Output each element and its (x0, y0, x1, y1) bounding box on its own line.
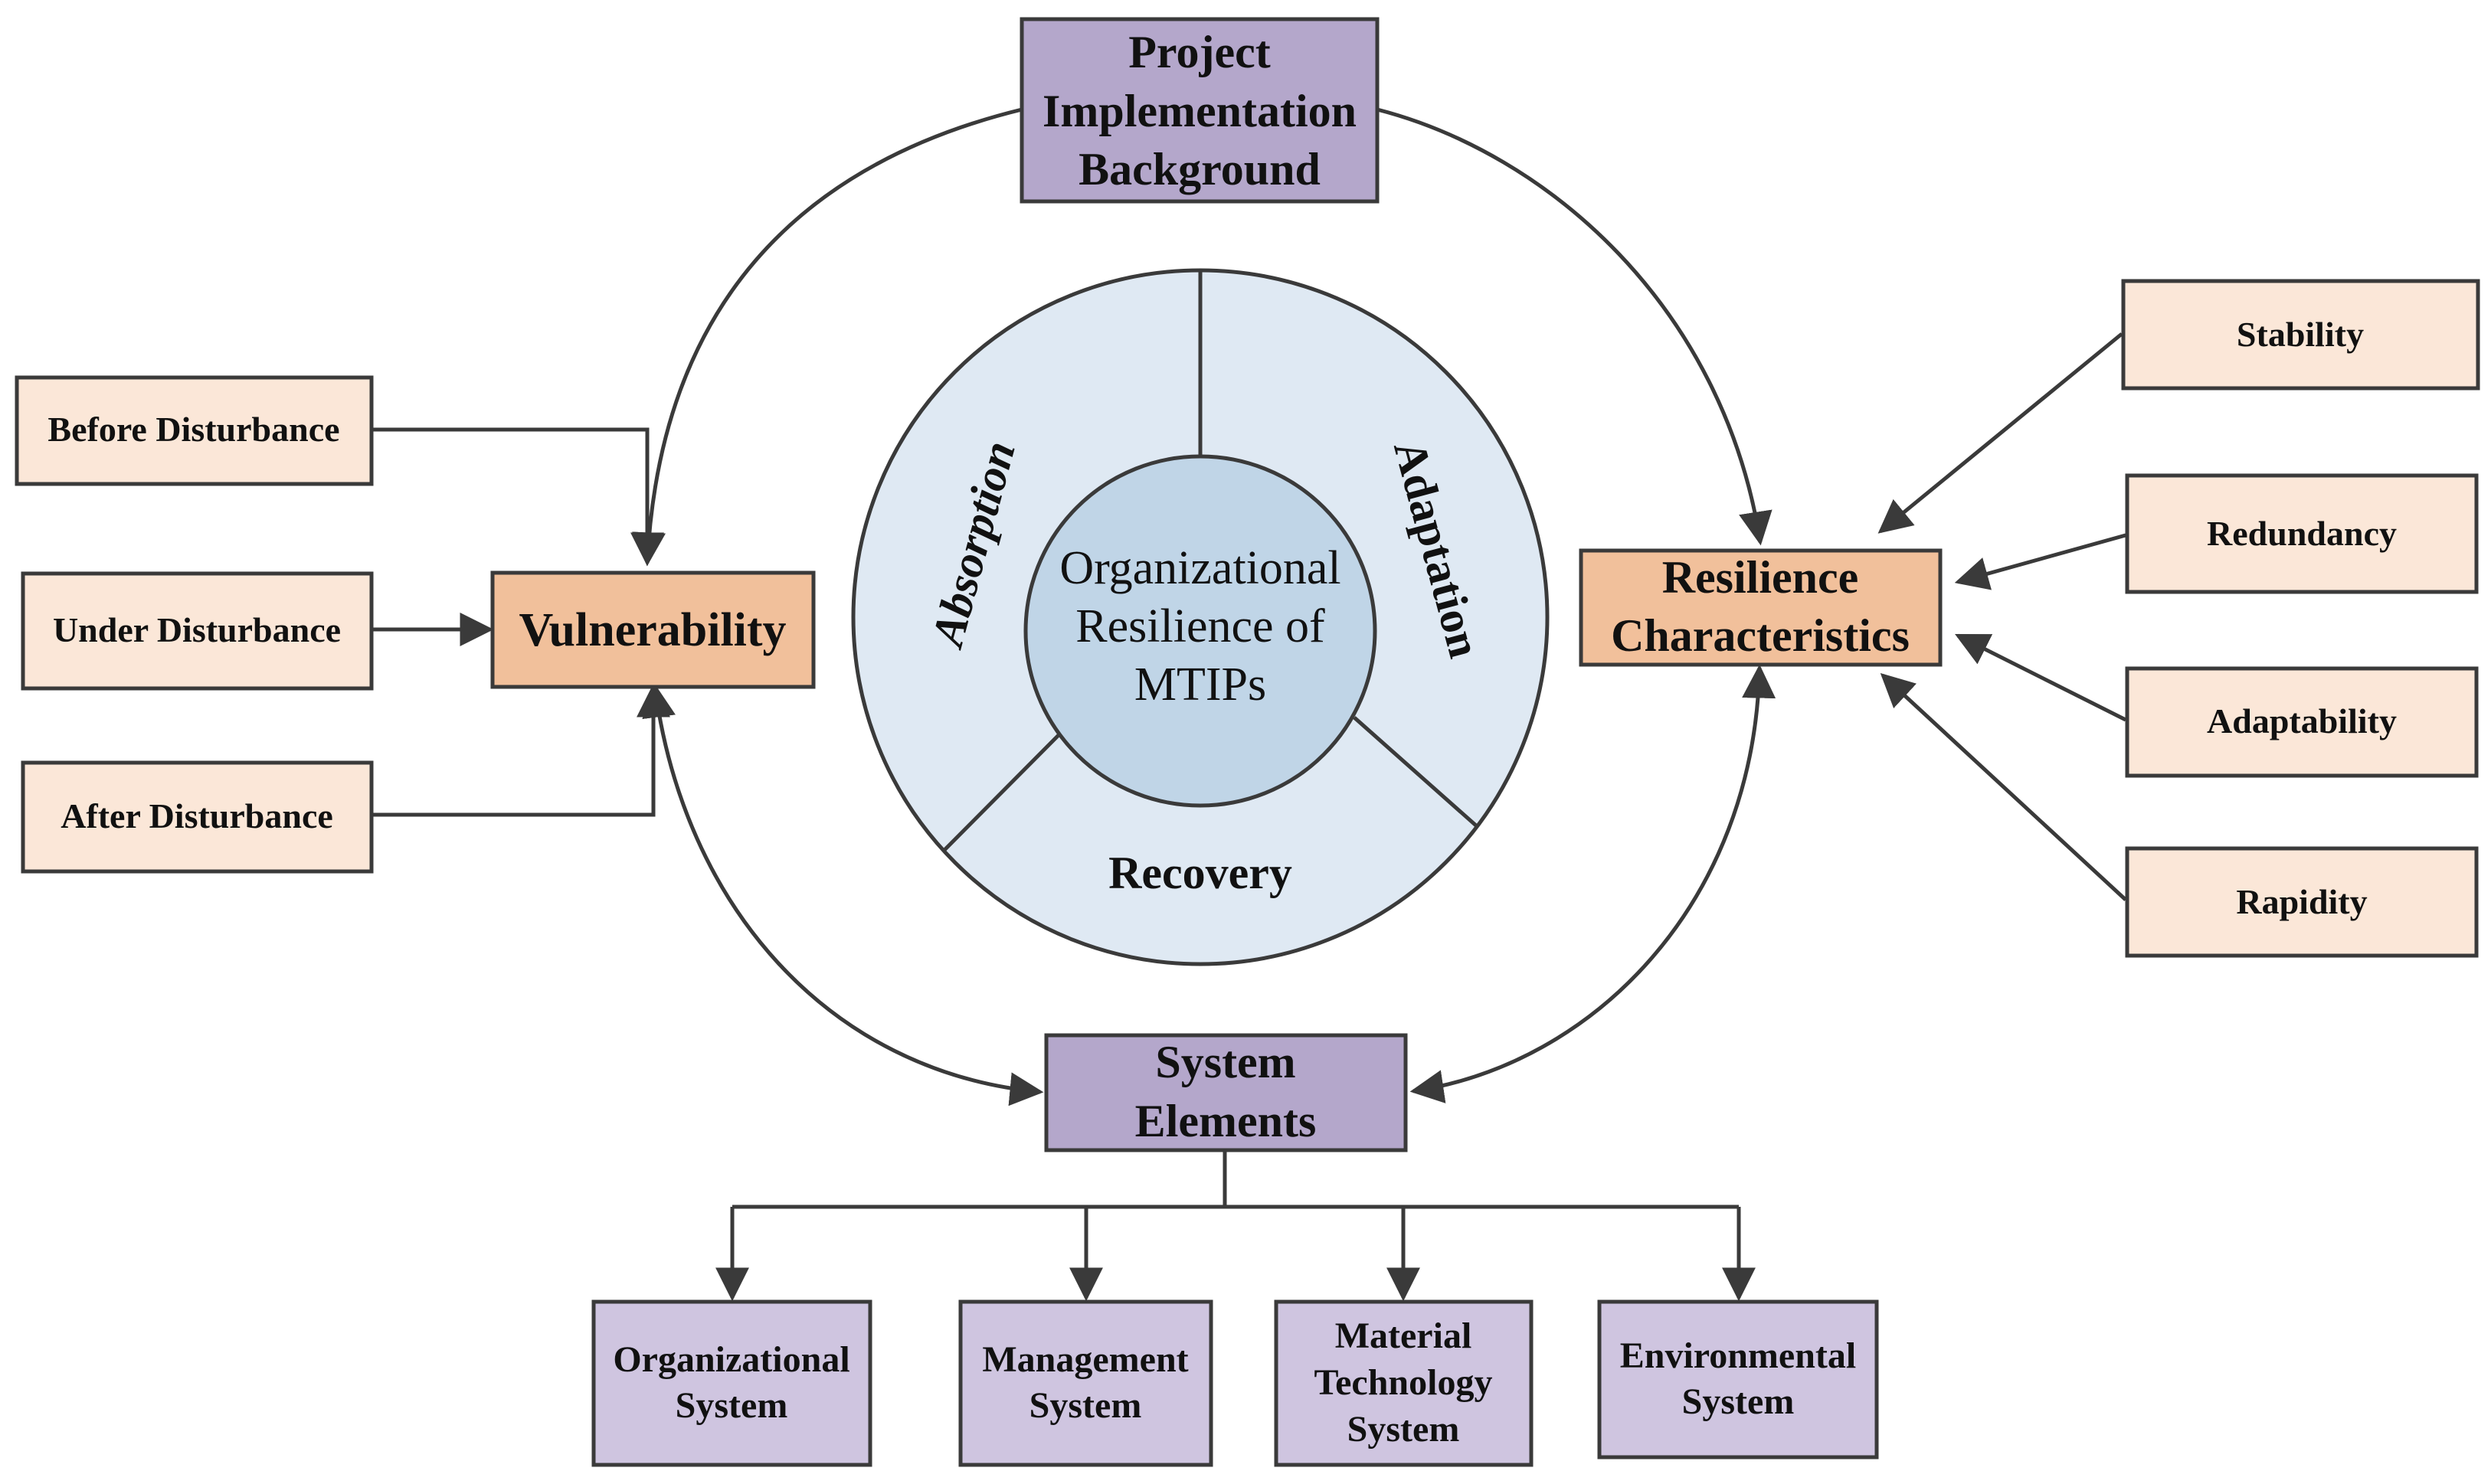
core-title-line-3: MTIPs (1134, 659, 1266, 711)
arrow-after-disturbance (372, 683, 670, 817)
node-system-line-2: Elements (1135, 1096, 1317, 1146)
box-rapidity: Rapidity (2125, 846, 2479, 958)
node-background-line-2: Implementation (1043, 86, 1357, 136)
box-organizational-system: Organizational System (591, 1299, 872, 1467)
management-line-1: Management (982, 1339, 1188, 1380)
organizational-line-2: System (676, 1385, 788, 1426)
under-disturbance-label: Under Disturbance (53, 610, 341, 649)
box-before-disturbance: Before Disturbance (15, 375, 374, 486)
node-resilience-line-1: Resilience (1662, 552, 1859, 603)
box-environmental-system: Environmental System (1597, 1299, 1879, 1459)
node-system-line-1: System (1155, 1037, 1295, 1087)
after-disturbance-label: After Disturbance (61, 796, 333, 835)
arrow-adaptability (1955, 633, 2127, 722)
core-title-line-2: Resilience of (1075, 600, 1325, 652)
central-ring: Organizational Resilience of MTIPs Absor… (851, 268, 1550, 966)
rapidity-label: Rapidity (2236, 882, 2367, 921)
redundancy-label: Redundancy (2207, 514, 2397, 553)
node-project-background: Project Implementation Background (1020, 17, 1380, 204)
adaptability-label: Adaptability (2207, 701, 2397, 740)
arrow-background-to-resilience (1376, 107, 1773, 546)
node-system-elements: System Elements (1044, 1033, 1408, 1152)
node-vulnerability: Vulnerability (490, 570, 816, 689)
environmental-line-2: System (1682, 1381, 1795, 1422)
node-background-line-1: Project (1128, 27, 1270, 77)
arrow-redundancy (1954, 533, 2126, 590)
box-stability: Stability (2121, 279, 2480, 391)
arrow-vulnerability-system-elements (642, 683, 1044, 1106)
box-under-disturbance: Under Disturbance (21, 571, 374, 691)
node-resilience-line-2: Characteristics (1611, 610, 1910, 661)
core-title-line-1: Organizational (1059, 542, 1340, 594)
arrow-stability (1877, 332, 2123, 534)
core-circle (1023, 454, 1377, 808)
curved-connectors (632, 107, 1776, 1106)
material-line-3: System (1347, 1409, 1460, 1450)
box-redundancy: Redundancy (2125, 473, 2479, 594)
box-management-system: Management System (958, 1299, 1213, 1467)
material-line-2: Technology (1314, 1362, 1493, 1403)
straight-connectors (372, 332, 2127, 1302)
arrow-resilience-system-elements (1409, 664, 1776, 1103)
environmental-line-1: Environmental (1620, 1335, 1856, 1376)
node-resilience-characteristics: Resilience Characteristics (1579, 548, 1943, 667)
before-disturbance-label: Before Disturbance (47, 410, 339, 449)
management-line-2: System (1029, 1385, 1142, 1426)
box-after-disturbance: After Disturbance (21, 760, 374, 874)
arrow-before-disturbance (372, 427, 664, 567)
arrow-rapidity (1880, 673, 2127, 901)
arrow-background-to-vulnerability (632, 107, 1023, 567)
stability-label: Stability (2237, 315, 2364, 354)
material-line-1: Material (1335, 1316, 1472, 1356)
box-adaptability: Adaptability (2125, 666, 2479, 778)
organizational-line-1: Organizational (613, 1339, 849, 1380)
node-vulnerability-label: Vulnerability (519, 604, 786, 656)
segment-recovery: Recovery (1108, 848, 1292, 898)
node-background-line-3: Background (1079, 144, 1321, 194)
box-material-technology-system: Material Technology System (1274, 1299, 1534, 1467)
